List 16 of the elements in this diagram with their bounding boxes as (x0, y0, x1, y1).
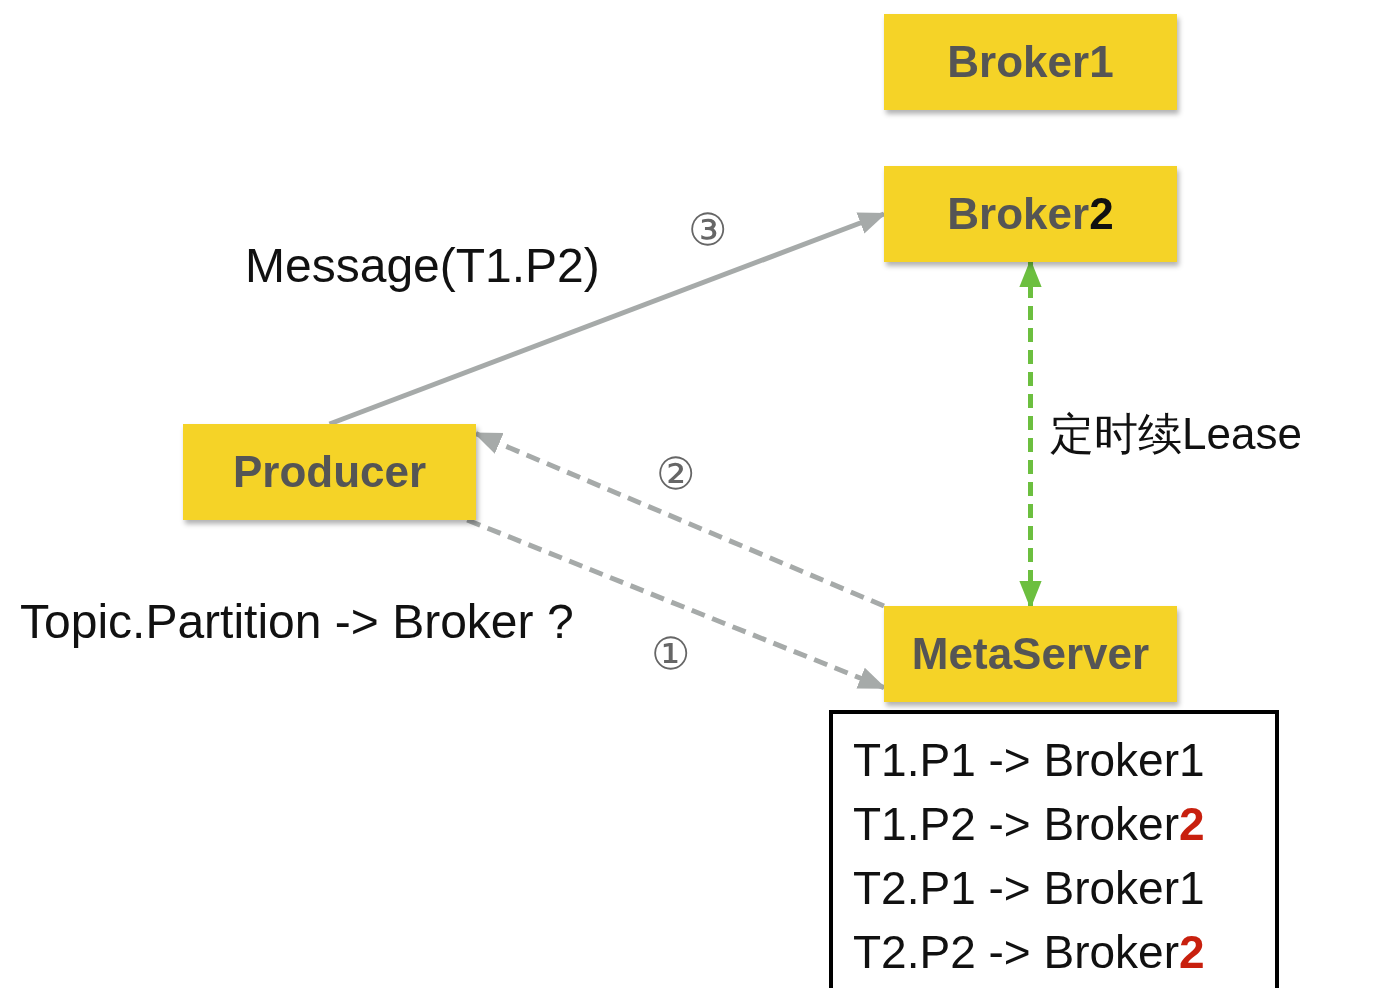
mapping-row-text: T1.P2 -> Broker2 (853, 797, 1206, 852)
metaserver-box (884, 606, 1177, 702)
node-label: Broker2 (947, 189, 1114, 239)
note-text: Message(T1.P2) (245, 238, 600, 293)
broker-box (884, 166, 1177, 262)
broker-box (884, 14, 1177, 110)
edge-label: 定时续Lease (1050, 412, 1302, 456)
node-label: Broker1 (947, 37, 1114, 87)
producer-box (183, 424, 476, 520)
note-text: Topic.Partition -> Broker ? (20, 594, 574, 649)
node-label: MetaServer (911, 629, 1150, 679)
mapping-row-text: T2.P1 -> Broker1 (853, 861, 1206, 916)
mapping-table (829, 710, 1279, 988)
mapping-row-text: T1.P1 -> Broker1 (853, 733, 1206, 788)
mapping-row-text: T2.P2 -> Broker2 (853, 925, 1206, 980)
node-label: Producer (232, 447, 427, 497)
